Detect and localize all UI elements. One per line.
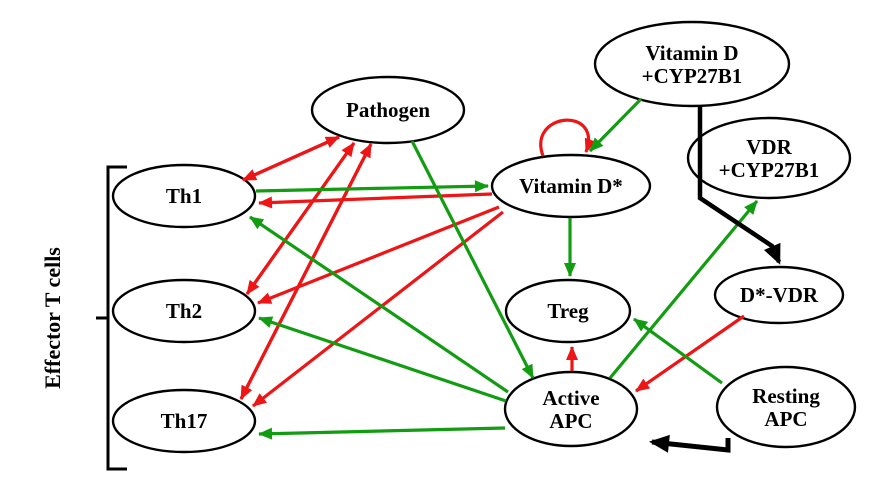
node-vitamin-d-star bbox=[490, 153, 652, 219]
edge-vitamin_d_star-th17 bbox=[252, 210, 504, 408]
node-resting-apc-label-line1: Resting bbox=[752, 384, 820, 408]
node-vdr-cyp27b1-label-line1: VDR bbox=[746, 135, 792, 159]
edge-d_star_vdr-active_apc bbox=[635, 314, 745, 393]
edge-vitamin_d_star-th2 bbox=[257, 205, 500, 305]
node-vdr-cyp27b1 bbox=[686, 116, 852, 200]
edge-active_apc-th17 bbox=[258, 426, 506, 440]
effector-t-cells-label: Effector T cells bbox=[40, 247, 65, 389]
edge-th1-vitamin_d_star bbox=[255, 180, 489, 193]
node-th17-label: Th17 bbox=[161, 409, 208, 433]
edge-resting_apc-treg bbox=[633, 317, 723, 385]
node-th2-label: Th2 bbox=[166, 299, 202, 323]
node-treg-label: Treg bbox=[547, 299, 589, 323]
edge-th1-pathogen bbox=[242, 135, 340, 182]
node-th1-label: Th1 bbox=[166, 184, 202, 208]
node-treg bbox=[504, 278, 632, 344]
nodes-layer: Pathogen Th1 Th2 Th17 Vitamin D* Treg Ac… bbox=[111, 20, 857, 454]
edge-vitamin_d_cyp27b1-d_star_vdr bbox=[697, 106, 782, 265]
edge-active_apc-th1 bbox=[249, 215, 509, 394]
node-vitamin-d-cyp27b1-label-line1: Vitamin D bbox=[645, 41, 738, 65]
node-th1 bbox=[111, 163, 257, 229]
node-d-star-vdr-label: D*-VDR bbox=[740, 283, 819, 307]
edge-resting_apc-active_apc bbox=[649, 434, 731, 453]
node-resting-apc bbox=[715, 365, 857, 449]
edge-vitamin_d_star-th1 bbox=[258, 192, 493, 209]
node-resting-apc-label-line2: APC bbox=[764, 407, 807, 431]
node-active-apc bbox=[503, 370, 639, 448]
node-vitamin-d-cyp27b1 bbox=[593, 20, 791, 108]
node-active-apc-label-line1: Active bbox=[542, 386, 599, 410]
node-d-star-vdr bbox=[713, 265, 845, 325]
node-vitamin-d-star-label: Vitamin D* bbox=[519, 174, 623, 198]
node-vitamin-d-cyp27b1-label-line2: +CYP27B1 bbox=[642, 64, 743, 88]
edge-pathogen-active_apc bbox=[410, 140, 535, 379]
node-pathogen bbox=[310, 75, 466, 145]
node-th2 bbox=[111, 278, 257, 344]
edge-vitamin_d_star-vitamin_d_star bbox=[539, 118, 597, 157]
edge-th17-pathogen bbox=[239, 143, 373, 400]
edge-th2-pathogen bbox=[245, 142, 356, 295]
node-th17 bbox=[111, 388, 257, 454]
edge-vitamin_d_cyp27b1-vitamin_d_star bbox=[588, 97, 643, 153]
edges-layer bbox=[239, 97, 782, 453]
node-active-apc-label-line2: APC bbox=[549, 409, 592, 433]
edge-active_apc-th2 bbox=[258, 316, 507, 403]
edge-active_apc-vdr_cyp27b1 bbox=[608, 199, 759, 380]
node-vdr-cyp27b1-label-line2: +CYP27B1 bbox=[719, 158, 820, 182]
node-pathogen-label: Pathogen bbox=[346, 98, 430, 122]
